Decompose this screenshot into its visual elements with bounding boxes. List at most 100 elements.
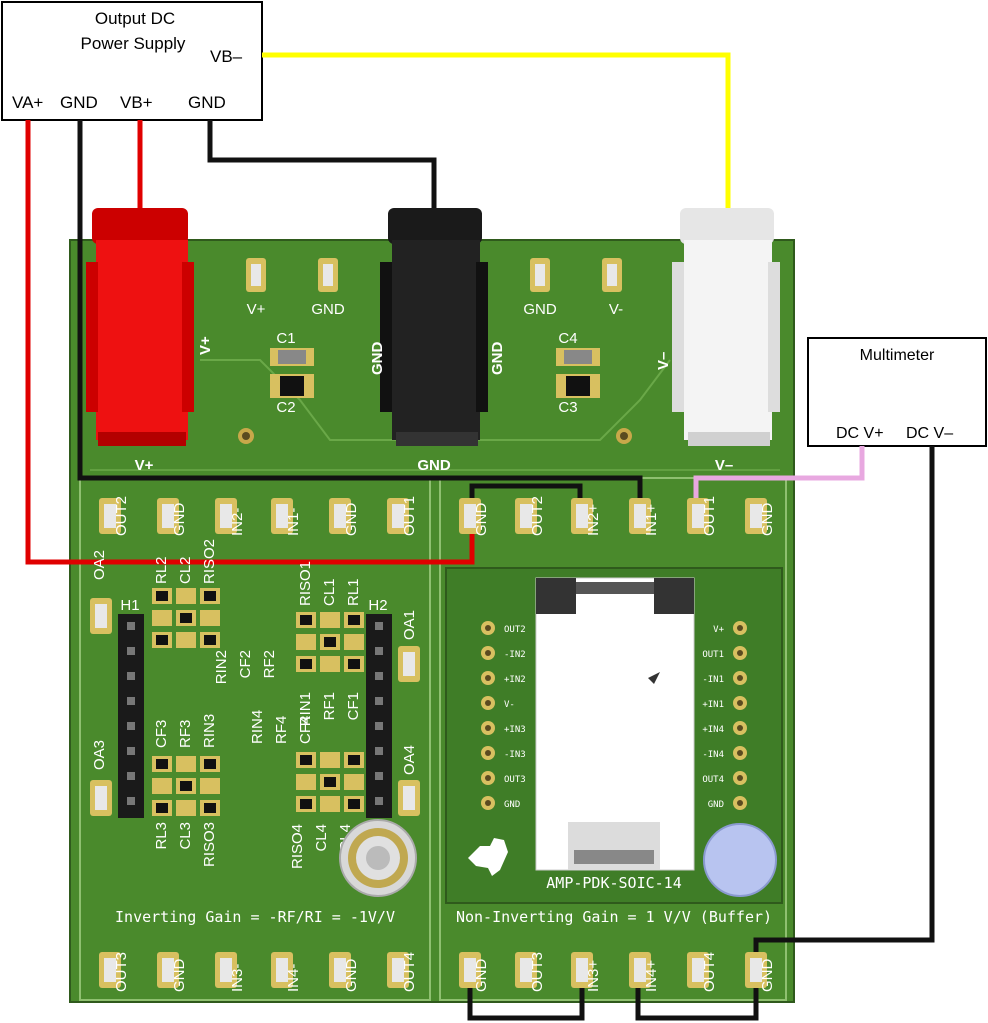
block3-top-1: RF3 [177,720,194,748]
cap-c2: C2 [276,399,295,416]
socket-left-pin-3: V- [504,700,515,710]
right-bottom-pad-2: IN3+ [585,960,602,992]
wire-va-plus [25,120,475,565]
jack-label-vplus: V+ [135,457,154,474]
left-top-pad-5: OUT1 [401,496,418,536]
oa1-label: OA1 [401,610,418,640]
left-top-pad-1: GND [171,503,188,537]
right-bottom-pad-5: GND [759,959,776,993]
socket-right-pin-5: -IN4 [702,750,724,760]
header-h2-label: H2 [368,597,387,614]
top-pad-vminus: V- [609,301,623,318]
right-bottom-pad-4: OUT4 [701,952,718,992]
left-bottom-pad-0: OUT3 [113,952,130,992]
multimeter-box [807,337,987,447]
right-top-pad-1: OUT2 [529,496,546,536]
block4-bottom-0: RISO4 [289,824,306,869]
block2-top-2: RISO2 [201,539,218,584]
socket-left-pin-6: OUT3 [504,775,526,785]
block2-bottom-0: RIN2 [213,650,230,684]
terminal-gnd-b: GND [188,93,226,112]
top-traces [200,359,671,441]
power-supply-title-1: Output DC [95,9,175,28]
block2-bottom-2: RF2 [261,650,278,678]
socket-right-pin-1: OUT1 [702,650,724,660]
cap-c3: C3 [558,399,577,416]
block2-top-1: CL2 [177,556,194,584]
noninverting-gain-caption: Non-Inverting Gain = 1 V/V (Buffer) [456,908,772,926]
top-pad-vplus: V+ [247,301,266,318]
top-pad-gnd-1: GND [311,301,345,318]
black-banana-jack[interactable] [380,208,488,446]
right-top-pad-5: GND [759,503,776,537]
top-pad-group [246,258,622,292]
right-top-pad-3: IN1+ [643,504,660,536]
multimeter-dc-minus: DC V– [906,425,953,442]
socket-left-pin-1: -IN2 [504,650,526,660]
socket-right-pin-7: GND [708,800,724,810]
oa4-label: OA4 [401,745,418,775]
block1-bottom-0: RIN1 [297,692,314,726]
terminal-gnd-a: GND [60,93,98,112]
jack-side-vplus: V+ [197,336,214,355]
socket-button[interactable] [703,823,777,897]
red-banana-jack[interactable] [86,208,194,446]
block2-top-0: RL2 [153,556,170,584]
multimeter-title: Multimeter [860,347,935,364]
socket-right-pin-6: OUT4 [702,775,724,785]
multimeter-dc-plus: DC V+ [836,425,884,442]
block1-top-2: RL1 [345,578,362,606]
jack-label-gnd-left: GND [369,342,386,376]
left-top-pad-3: IN1- [285,508,302,536]
socket-left-pin-5: -IN3 [504,750,526,760]
block3-bottom-1: CL3 [177,822,194,850]
block1-bottom-1: RF1 [321,692,338,720]
jack-side-vminus: V– [655,352,672,370]
left-top-pad-2: IN2- [229,508,246,536]
socket-right-pin-2: -IN1 [702,675,724,685]
white-banana-jack[interactable] [672,208,780,446]
jack-label-gnd-right: GND [489,342,506,376]
socket-right-pin-4: +IN4 [702,725,724,735]
power-supply-title-2: Power Supply [81,34,186,53]
terminal-va-plus: VA+ [12,93,43,112]
right-bottom-pad-0: GND [473,959,490,993]
socket-right-pin-3: +IN1 [702,700,724,710]
block4-top-2: CF4 [297,716,314,744]
wire-bottom-jumper-1 [467,975,585,1021]
jack-label-vminus: V– [715,457,733,474]
block1-top-1: CL1 [321,578,338,606]
block4-top-1: RF4 [273,716,290,744]
block3-top-2: RIN3 [201,714,218,748]
left-bottom-pad-3: IN4- [285,964,302,992]
block1-bottom-2: CF1 [345,692,362,720]
left-top-pad-0: OUT2 [113,496,130,536]
left-bottom-pad-2: IN3- [229,964,246,992]
wire-bottom-jumper-2 [635,975,759,1021]
right-top-pad-0: GND [473,503,490,537]
socket-name: AMP-PDK-SOIC-14 [546,874,681,892]
right-bottom-pad-3: IN4+ [643,960,660,992]
capacitors [270,348,600,398]
wire-vb-minus [262,52,731,215]
block3-top-0: CF3 [153,720,170,748]
soic-socket[interactable] [535,577,695,871]
right-bottom-pad-1: OUT3 [529,952,546,992]
top-pad-gnd-2: GND [523,301,557,318]
socket-left-pin-0: OUT2 [504,625,526,635]
cap-c1: C1 [276,330,295,347]
ti-logo-icon [468,838,508,876]
right-top-pad-2: IN2+ [585,504,602,536]
header-h1 [118,614,144,818]
oa3-label: OA3 [91,740,108,770]
socket-left-pin-2: +IN2 [504,675,526,685]
left-top-pad-4: GND [343,503,360,537]
socket-right-pin-0: V+ [713,625,724,635]
socket-left-pin-4: +IN3 [504,725,526,735]
right-top-pad-4: OUT1 [701,496,718,536]
power-supply-box [1,1,263,121]
block4-bottom-1: CL4 [313,824,330,852]
